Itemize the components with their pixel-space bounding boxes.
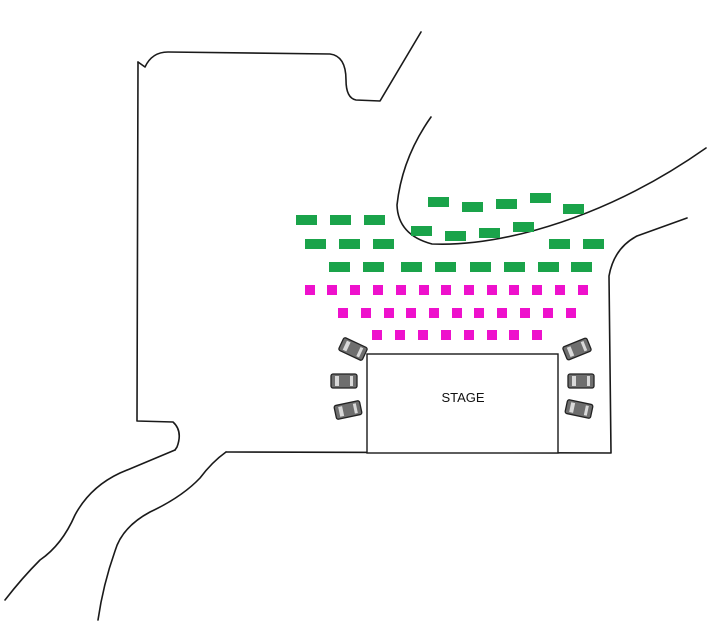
magenta-seat xyxy=(452,308,462,318)
magenta-seat xyxy=(566,308,576,318)
green-seat xyxy=(462,202,483,212)
vehicle-icon xyxy=(330,373,358,389)
green-seat xyxy=(496,199,517,209)
green-seat xyxy=(339,239,360,249)
magenta-seat xyxy=(555,285,565,295)
magenta-seat xyxy=(497,308,507,318)
green-seat xyxy=(401,262,422,272)
green-seat xyxy=(538,262,559,272)
magenta-seat xyxy=(373,285,383,295)
magenta-seat xyxy=(372,330,382,340)
vehicle-icon xyxy=(562,337,592,361)
stage-area xyxy=(366,353,559,454)
magenta-seat xyxy=(327,285,337,295)
green-seat xyxy=(364,215,385,225)
magenta-seat xyxy=(441,285,451,295)
magenta-seat xyxy=(441,330,451,340)
magenta-seat xyxy=(350,285,360,295)
magenta-seat xyxy=(532,330,542,340)
vehicle-icon xyxy=(564,399,594,419)
green-seat xyxy=(330,215,351,225)
north-lobe-outline xyxy=(396,116,707,246)
site-boundary-south xyxy=(225,217,688,454)
green-seat xyxy=(411,226,432,236)
magenta-seat xyxy=(578,285,588,295)
green-seat xyxy=(583,239,604,249)
green-seat xyxy=(530,193,551,203)
magenta-seat xyxy=(395,330,405,340)
magenta-seat xyxy=(509,285,519,295)
green-seat xyxy=(373,239,394,249)
green-seat xyxy=(305,239,326,249)
green-seat xyxy=(296,215,317,225)
stage: STAGE xyxy=(366,353,559,454)
green-seating-section xyxy=(296,193,604,272)
green-seat xyxy=(479,228,500,238)
magenta-seat xyxy=(406,308,416,318)
magenta-seat xyxy=(384,308,394,318)
green-seat xyxy=(563,204,584,214)
green-seat xyxy=(428,197,449,207)
green-seat xyxy=(445,231,466,241)
green-seat xyxy=(549,239,570,249)
magenta-seat xyxy=(419,285,429,295)
magenta-seating-section xyxy=(305,285,588,340)
green-seat xyxy=(571,262,592,272)
magenta-seat xyxy=(532,285,542,295)
green-seat xyxy=(329,262,350,272)
site-boundary-west xyxy=(136,61,181,451)
vehicle-icon xyxy=(333,400,363,420)
path-edge-right xyxy=(97,451,227,621)
magenta-seat xyxy=(509,330,519,340)
vehicle-icon xyxy=(567,373,595,389)
magenta-seat xyxy=(487,330,497,340)
stage-label: STAGE xyxy=(441,390,484,405)
green-seat xyxy=(504,262,525,272)
magenta-seat xyxy=(464,330,474,340)
magenta-seat xyxy=(543,308,553,318)
path-edge-left xyxy=(4,449,176,601)
green-seat xyxy=(470,262,491,272)
magenta-seat xyxy=(464,285,474,295)
magenta-seat xyxy=(361,308,371,318)
magenta-seat xyxy=(338,308,348,318)
magenta-seat xyxy=(396,285,406,295)
magenta-seat xyxy=(487,285,497,295)
magenta-seat xyxy=(474,308,484,318)
vehicle-icon xyxy=(338,337,368,361)
magenta-seat xyxy=(418,330,428,340)
green-seat xyxy=(363,262,384,272)
green-seat xyxy=(513,222,534,232)
magenta-seat xyxy=(520,308,530,318)
green-seat xyxy=(435,262,456,272)
site-boundary xyxy=(137,31,422,102)
vehicle-group xyxy=(330,337,595,420)
magenta-seat xyxy=(305,285,315,295)
magenta-seat xyxy=(429,308,439,318)
